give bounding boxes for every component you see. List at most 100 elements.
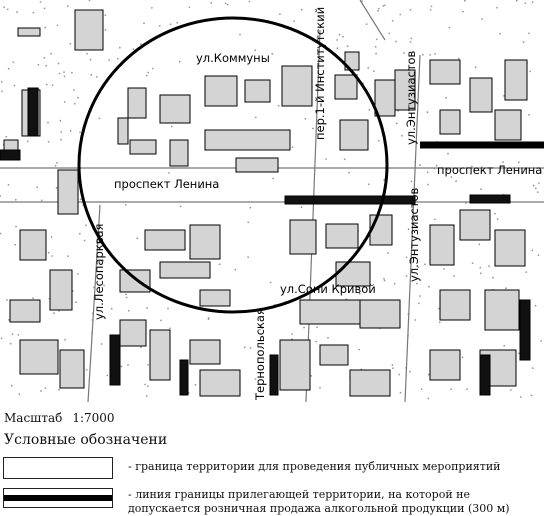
building	[159, 261, 211, 279]
vegetation-dot	[319, 26, 322, 29]
vegetation-dot	[424, 263, 426, 266]
vegetation-dot	[358, 348, 361, 351]
building	[334, 74, 358, 100]
vegetation-dot	[293, 20, 295, 22]
vegetation-dot	[56, 161, 58, 164]
vegetation-dot	[53, 312, 55, 315]
vegetation-dot	[515, 0, 518, 2]
vegetation-dot	[140, 346, 142, 349]
building	[369, 214, 393, 246]
vegetation-dot	[391, 364, 394, 367]
vegetation-dot	[178, 60, 181, 63]
building	[429, 224, 455, 266]
vegetation-dot	[538, 182, 540, 185]
vegetation-dot	[503, 95, 505, 97]
vegetation-dot	[168, 172, 170, 174]
building	[349, 369, 391, 397]
legend-text-zone: - линия границы прилегающей территории, …	[128, 488, 510, 515]
vegetation-dot	[405, 256, 408, 259]
vegetation-dot	[519, 396, 522, 398]
vegetation-dot	[158, 25, 161, 27]
vegetation-dot	[14, 243, 17, 246]
building	[429, 349, 461, 381]
vegetation-dot	[395, 40, 397, 43]
building	[281, 65, 313, 107]
vegetation-dot	[419, 164, 421, 167]
vegetation-dot	[118, 46, 121, 49]
scale-label: Масштаб	[4, 411, 63, 425]
vegetation-dot	[494, 212, 496, 215]
building	[57, 169, 79, 215]
vegetation-dot	[32, 11, 35, 14]
vegetation-dot	[58, 388, 60, 391]
vegetation-dot	[481, 18, 483, 20]
vegetation-dot	[77, 273, 79, 275]
vegetation-dot	[47, 140, 50, 143]
vegetation-dot	[145, 395, 148, 397]
vegetation-dot	[399, 13, 402, 16]
vegetation-dot	[169, 23, 172, 26]
vegetation-dot	[457, 57, 460, 60]
vegetation-dot	[88, 0, 91, 2]
vegetation-dot	[531, 367, 534, 369]
vegetation-dot	[524, 2, 527, 4]
vegetation-dot	[44, 387, 47, 390]
vegetation-dot	[300, 206, 303, 209]
vegetation-dot	[0, 81, 3, 83]
vegetation-dot	[124, 203, 127, 206]
vegetation-dot	[383, 179, 385, 181]
street-label-entuz-top: ул.Энтузиастов	[404, 50, 418, 145]
vegetation-dot	[377, 7, 380, 10]
vegetation-dot	[322, 16, 325, 19]
building	[325, 223, 359, 249]
vegetation-dot	[409, 41, 412, 43]
dark-building	[479, 354, 491, 396]
vegetation-dot	[45, 64, 48, 67]
vegetation-dot	[416, 282, 418, 285]
vegetation-dot	[11, 333, 14, 335]
vegetation-dot	[525, 271, 528, 273]
vegetation-dot	[405, 275, 408, 277]
building	[19, 229, 47, 261]
vegetation-dot	[428, 285, 430, 288]
vegetation-dot	[392, 367, 394, 370]
vegetation-dot	[44, 26, 46, 29]
vegetation-dot	[492, 276, 494, 279]
vegetation-dot	[247, 221, 250, 224]
vegetation-dot	[505, 287, 507, 290]
vegetation-dot	[530, 394, 533, 397]
vegetation-dot	[188, 6, 191, 9]
vegetation-dot	[59, 119, 62, 122]
vegetation-dot	[1, 90, 3, 93]
vegetation-dot	[3, 6, 6, 9]
building	[484, 289, 520, 331]
street-label-institute: пер.1-й Институтский	[313, 7, 327, 140]
vegetation-dot	[125, 296, 128, 299]
event-territory-boundary	[77, 16, 389, 314]
vegetation-dot	[77, 96, 79, 99]
vegetation-dot	[315, 340, 318, 343]
vegetation-dot	[455, 180, 457, 183]
vegetation-dot	[136, 237, 139, 240]
vegetation-dot	[346, 45, 349, 48]
vegetation-dot	[50, 52, 52, 55]
vegetation-dot	[430, 5, 433, 8]
vegetation-dot	[374, 45, 377, 48]
vegetation-dot	[528, 32, 530, 35]
vegetation-dot	[496, 6, 498, 9]
vegetation-dot	[106, 374, 109, 377]
building	[319, 344, 349, 366]
legend-symbol-thin-outline	[3, 457, 113, 479]
vegetation-dot	[5, 135, 8, 138]
vegetation-dot	[100, 343, 103, 345]
vegetation-dot	[71, 71, 73, 74]
vegetation-dot	[528, 113, 530, 116]
vegetation-dot	[127, 309, 130, 312]
vegetation-dot	[54, 164, 57, 167]
vegetation-dot	[422, 53, 424, 56]
vegetation-dot	[67, 255, 69, 257]
building	[59, 349, 85, 389]
street-label-lenina-right: проспект Ленина	[437, 163, 542, 177]
building	[289, 219, 317, 255]
vegetation-dot	[79, 198, 82, 201]
